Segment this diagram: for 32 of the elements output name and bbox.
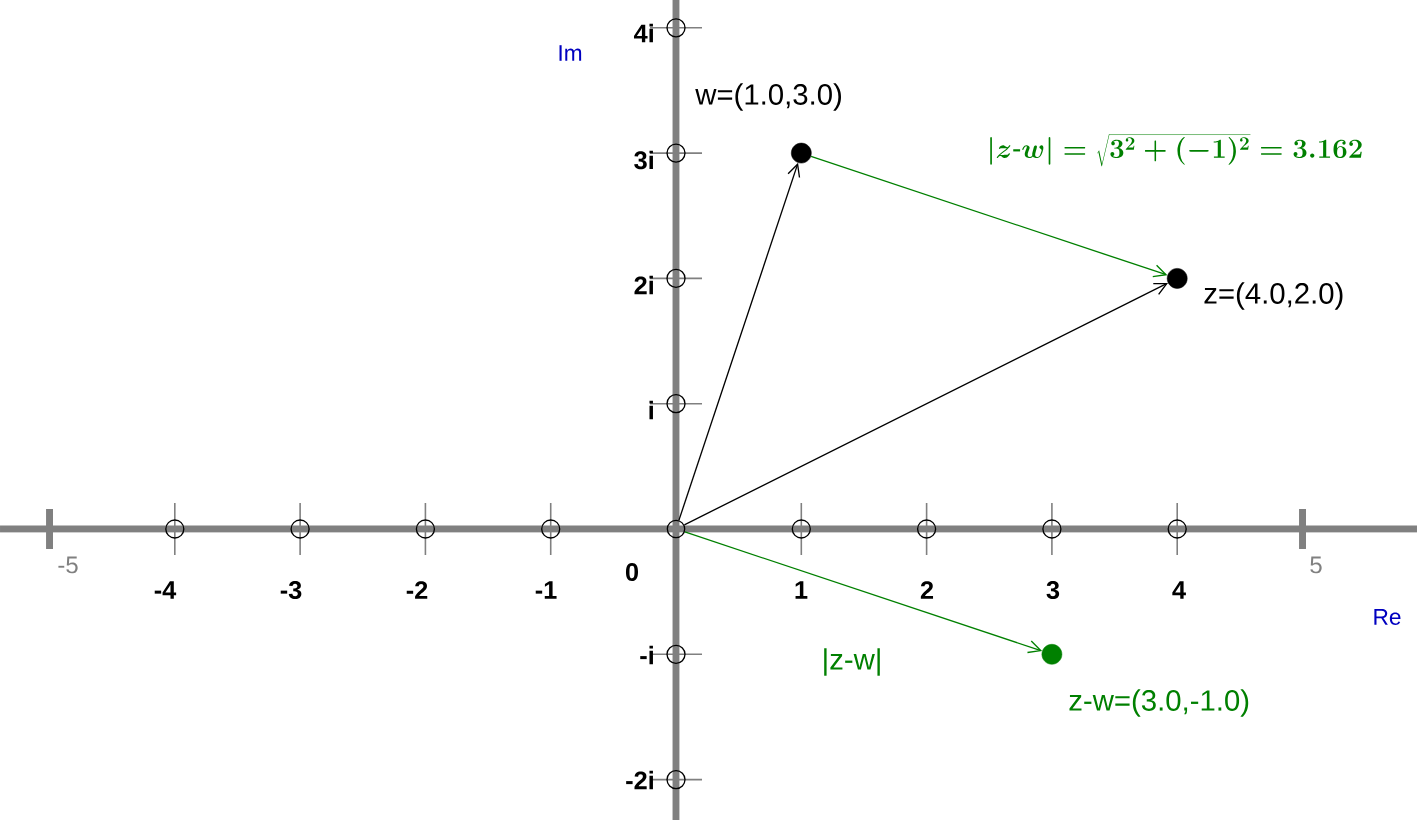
tick-label: i bbox=[649, 400, 653, 420]
tick-label: 2 bbox=[920, 581, 934, 599]
point-label: z-w=(3.0,-1.0) bbox=[1069, 689, 1249, 717]
tick-label: -i bbox=[640, 645, 653, 665]
point bbox=[791, 142, 812, 164]
edge-label: |z-w| bbox=[820, 646, 884, 678]
tick-label: -4 bbox=[154, 581, 177, 599]
tick-label: 2i bbox=[634, 275, 653, 295]
point bbox=[1166, 268, 1188, 289]
point-label: z=(4.0,2.0) bbox=[1204, 282, 1343, 310]
tick-label: 4i bbox=[634, 23, 653, 43]
tick-label: 0 bbox=[625, 563, 638, 581]
axis-label: Re bbox=[1374, 609, 1401, 625]
formula: $|z\mbox{-}w|=\sqrt{3^{2}+(-1)^{2}}=3.162$ bbox=[990, 134, 1362, 167]
tick-label: -2i bbox=[626, 770, 653, 790]
origin-point bbox=[666, 519, 686, 539]
vector-arrow bbox=[678, 162, 801, 521]
tick-label: 5 bbox=[1310, 556, 1322, 574]
tick-label: 1 bbox=[795, 581, 808, 599]
point-label: w=(1.0,3.0) bbox=[695, 83, 841, 111]
tick-label: -2 bbox=[406, 581, 428, 599]
vector-arrow bbox=[684, 531, 1043, 654]
tick-label: -1 bbox=[535, 581, 557, 599]
point bbox=[1041, 644, 1063, 665]
tick-label: 3 bbox=[1046, 581, 1060, 599]
vector-arrow bbox=[810, 155, 1168, 278]
tick-label: 3i bbox=[634, 150, 653, 170]
axis-label: Im bbox=[559, 45, 582, 61]
vector-arrow bbox=[683, 283, 1168, 526]
tick-label: 4 bbox=[1172, 581, 1186, 599]
tick-label: -5 bbox=[58, 556, 78, 574]
tick-label: -3 bbox=[280, 581, 302, 599]
